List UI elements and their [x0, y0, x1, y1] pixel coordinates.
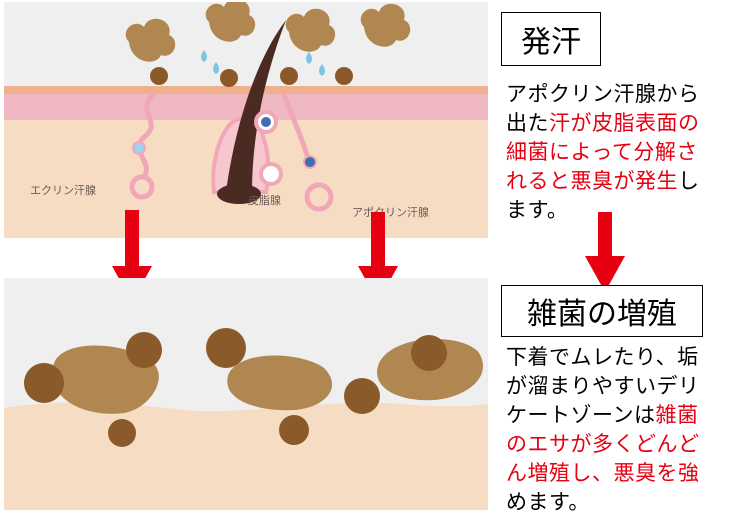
sebaceous-gland-label: 皮脂腺 [248, 194, 281, 207]
desc-line: し [678, 169, 700, 193]
desc-line: ケートゾーンは [506, 403, 656, 427]
small-bacteria [150, 67, 353, 87]
bacteria-growth-title-text: 雑菌の増殖 [527, 297, 677, 332]
desc-line: めます。 [506, 490, 590, 514]
desc-line: 出た [506, 111, 549, 135]
sweating-description: アポクリン汗腺から 出た汗が皮脂表面の 細菌によって分解さ れると悪臭が発生し … [506, 80, 746, 225]
desc-line: れると悪臭が発生 [506, 169, 678, 193]
desc-line: のエサが多くどんど [506, 432, 700, 456]
sweating-title: 発汗 [501, 12, 601, 66]
sweat-drops [201, 50, 325, 76]
desc-line: ます。 [506, 198, 569, 222]
desc-line: が溜まりやすいデリ [506, 374, 700, 398]
large-bacteria [24, 328, 447, 447]
smell-puffs [125, 2, 411, 62]
desc-line: 細菌によって分解さ [506, 140, 698, 164]
bacteria-growth-title: 雑菌の増殖 [501, 285, 703, 337]
sweating-title-text: 発汗 [521, 25, 581, 60]
desc-line: アポクリン汗腺から [506, 82, 700, 106]
desc-line: ん増殖し、悪臭を強 [506, 461, 700, 485]
bacteria-growth-illustration [4, 278, 488, 510]
skin-cross-section [4, 2, 488, 238]
eccrine-gland-label: エクリン汗腺 [30, 184, 96, 197]
hair [226, 20, 286, 192]
eccrine-gland [129, 92, 156, 200]
desc-line: 下着でムレたり、垢 [506, 345, 699, 369]
desc-line: 雑菌 [655, 403, 699, 427]
arrow-down-icon [585, 212, 625, 292]
bacteria-growth-description: 下着でムレたり、垢 が溜まりやすいデリ ケートゾーンは雑菌 のエサが多くどんど … [506, 343, 746, 517]
desc-line: 汗が皮脂表面の [549, 111, 700, 135]
